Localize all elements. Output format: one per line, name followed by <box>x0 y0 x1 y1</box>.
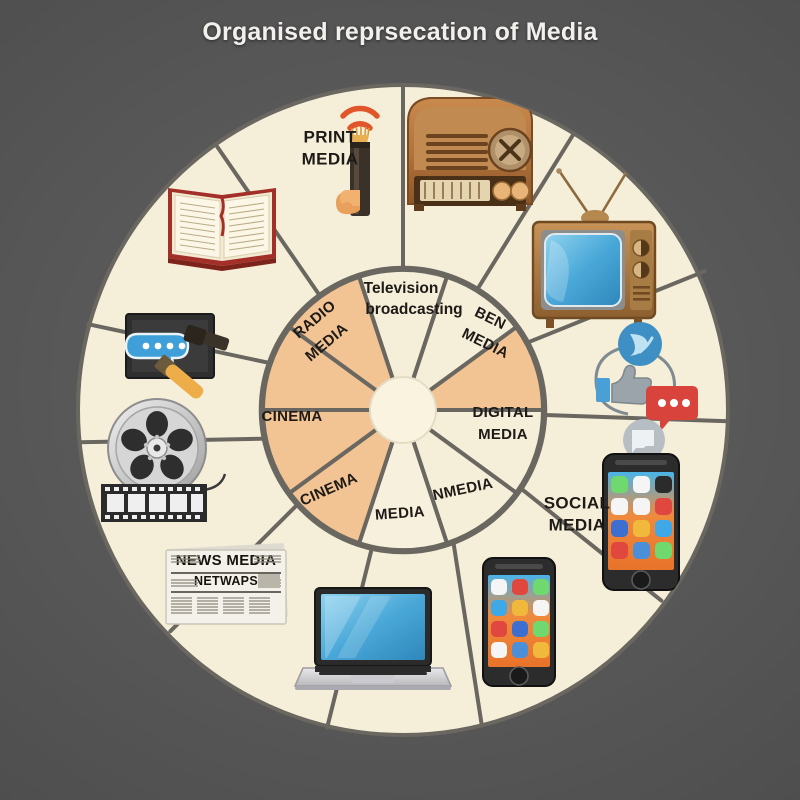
outer-ring-labels: PRINT MEDIA SOCIAL MEDIA <box>302 127 611 534</box>
outer-label-social-media-line1: SOCIAL <box>544 493 611 512</box>
phone-app-grid <box>611 476 672 559</box>
vintage-radio-icon <box>407 85 533 211</box>
monitor-chat-gavel-icon <box>124 313 230 399</box>
laptop-icon <box>293 587 453 690</box>
inner-label-digital-line2: MEDIA <box>478 426 528 443</box>
inner-label-television-line1: Television <box>364 280 439 297</box>
film-reel-icon <box>101 398 227 522</box>
inner-wheel-group: Television broadcasting BEN MEDIA DIGITA… <box>258 265 548 555</box>
retro-television-icon <box>531 168 657 328</box>
outer-label-print-media-line2: MEDIA <box>302 149 359 168</box>
open-book-icon <box>168 188 276 271</box>
outer-label-print-media-line1: PRINT <box>304 127 357 146</box>
megaphone-mic-icon <box>336 105 380 216</box>
thumbs-down-icon <box>623 419 665 461</box>
inner-wheel-wedges <box>260 267 546 553</box>
newspaper-subhead: NETWAPS <box>194 574 258 588</box>
page-title: Organised reprsecation of Media <box>202 18 598 46</box>
inner-label-media: MEDIA <box>375 503 426 523</box>
gavel-icon <box>154 324 230 399</box>
wheel-hub[interactable] <box>369 376 437 444</box>
inner-label-television-line2: broadcasting <box>365 301 462 318</box>
inner-label-digital-line1: DIGITAL <box>473 404 534 421</box>
speech-bubble-icon <box>646 386 698 432</box>
outer-label-social-media-line2: MEDIA <box>549 515 606 534</box>
newspaper-headline: NEWS MEDIA <box>176 552 277 569</box>
newspaper-icon: NEWS MEDIA NETWAPS <box>165 543 288 625</box>
smartphone-apps-icon-2 <box>482 557 556 687</box>
wedge-radio-media[interactable] <box>287 274 407 416</box>
social-network-icons <box>594 322 698 461</box>
smartphone-apps-icon <box>602 453 680 591</box>
inner-label-cinema-left: CINEMA <box>262 408 323 425</box>
wedge-cinema-bottom[interactable] <box>356 403 450 553</box>
wedge-television-broadcasting[interactable] <box>356 267 450 417</box>
